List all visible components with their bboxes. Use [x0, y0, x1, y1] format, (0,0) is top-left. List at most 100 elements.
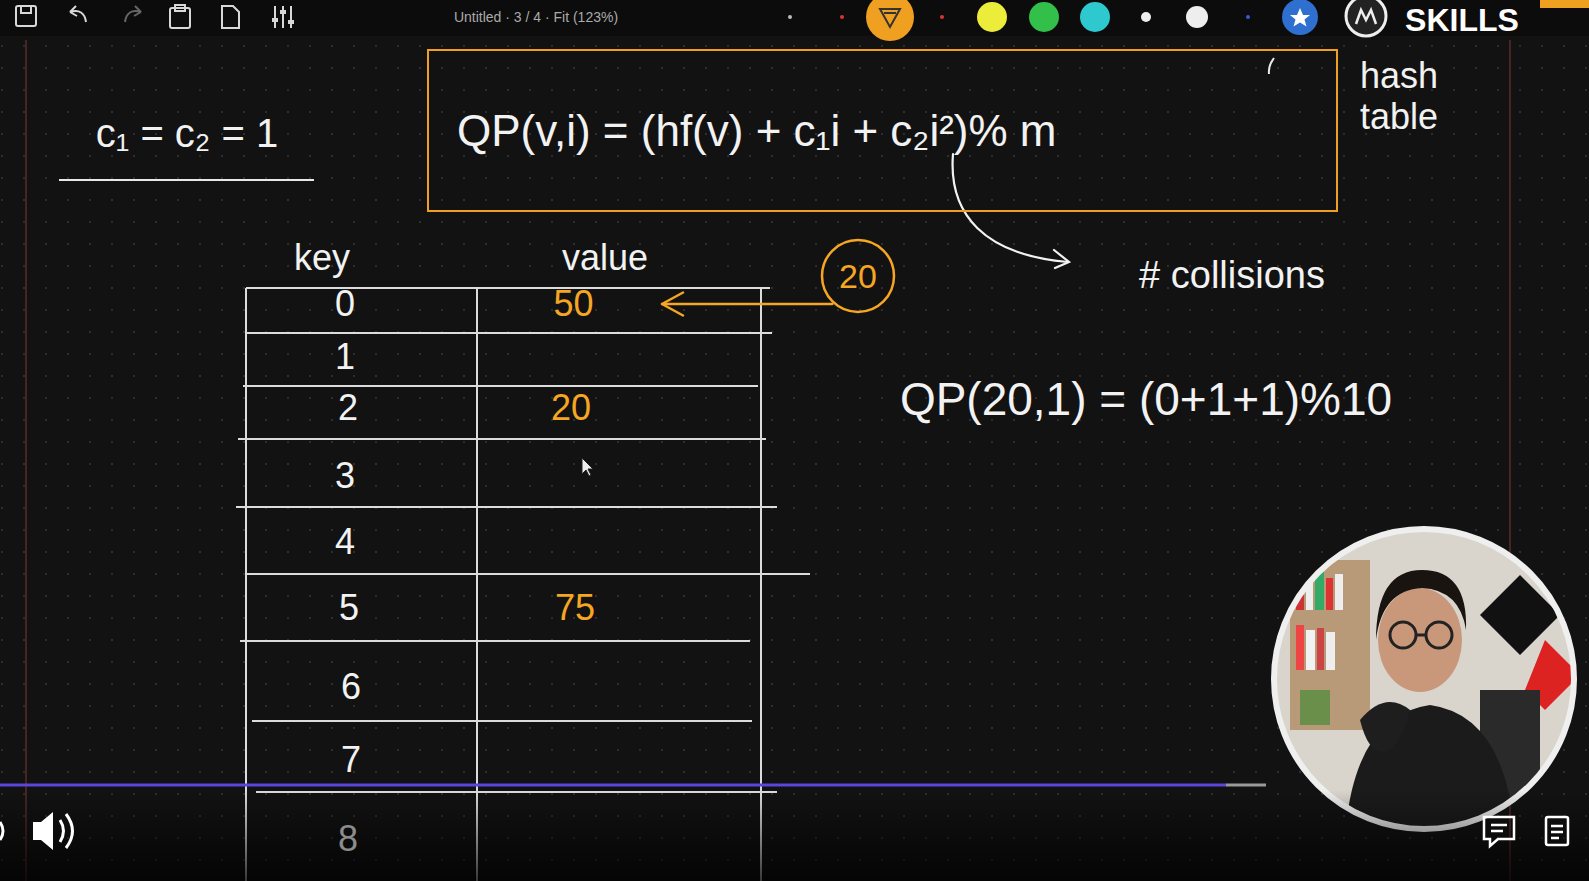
- webcam-feed: [1270, 525, 1580, 835]
- volume-icon: [60, 814, 73, 848]
- toolbar: [1029, 2, 1059, 32]
- table-key: 8: [338, 818, 358, 859]
- table-key: 0: [335, 283, 355, 324]
- player-icons: [1551, 826, 1563, 838]
- toolbar: [840, 15, 844, 19]
- table-grid: [246, 287, 770, 289]
- toolbar: [125, 6, 141, 22]
- underline: [59, 179, 314, 181]
- table-key: 7: [341, 739, 361, 780]
- table-value: 20: [551, 387, 591, 428]
- webcam-feed: [1426, 622, 1452, 648]
- webcam-feed: [1390, 622, 1416, 648]
- table-key: 1: [335, 336, 355, 377]
- table-grid: [243, 385, 758, 387]
- table-grid: [238, 438, 766, 440]
- toolbar: [16, 6, 36, 26]
- table-grid: [252, 720, 752, 722]
- table-grid: [240, 640, 750, 642]
- volume-icon: [0, 812, 73, 850]
- webcam-feed: [1360, 702, 1410, 752]
- volume-icon: [33, 812, 53, 850]
- arrow-head: [662, 292, 683, 315]
- board-note: c₁ = c₂ = 1: [96, 110, 278, 156]
- player-icons: [1491, 825, 1507, 831]
- toolbar: [288, 20, 294, 24]
- progress-bar: [0, 784, 1226, 787]
- table-key: 2: [338, 387, 358, 428]
- board-note: QP(20,1) = (0+1+1)%10: [900, 373, 1392, 426]
- leader-line: [953, 154, 1068, 262]
- toolbar: [1080, 2, 1110, 32]
- pen-stroke: [1269, 58, 1274, 74]
- node-text: QP(v,i) = (hf(v) + c₁i + c₂i²)% m: [457, 106, 1056, 156]
- controls-shade: [0, 790, 1589, 881]
- table-grid: [236, 506, 777, 508]
- node-text: 50: [553, 283, 593, 325]
- webcam-feed: [1378, 588, 1462, 692]
- formula-box: QP(v,i) = (hf(v) + c₁i + c₂i²)% m: [427, 49, 1338, 212]
- progress-rest: [1226, 784, 1266, 787]
- table-key: 3: [335, 455, 355, 496]
- toolbar: [1290, 8, 1310, 27]
- webcam-feed: [1270, 525, 1580, 835]
- board-note: # collisions: [1139, 254, 1325, 298]
- board-note: key: [294, 237, 350, 278]
- toolbar: [1282, 0, 1318, 35]
- webcam-feed: [1296, 625, 1304, 670]
- page-border: [26, 40, 1510, 881]
- toolbar: [788, 15, 792, 19]
- toolbar: [1356, 10, 1376, 24]
- table-key: 6: [341, 666, 361, 707]
- player-icons: [1546, 817, 1568, 845]
- toolbar: [280, 10, 286, 14]
- webcam-feed: [1416, 634, 1426, 637]
- probe-key-circle: 20: [820, 238, 896, 314]
- volume-icon: [0, 822, 3, 840]
- toolbar: [21, 6, 31, 13]
- dot-grid: [0, 40, 1589, 881]
- table-grid: [246, 573, 810, 575]
- toolbar: [940, 15, 944, 19]
- leader-line: [1054, 250, 1069, 268]
- toolbar: [1540, 0, 1589, 8]
- webcam-feed: [1335, 574, 1343, 610]
- table-value: 75: [555, 587, 595, 628]
- toolbar: [880, 9, 900, 27]
- toolbar: [16, 5, 291, 28]
- toolbar: [866, 0, 914, 41]
- toolbar: [1246, 15, 1250, 19]
- table-key: 4: [335, 521, 355, 562]
- player-icons: [1484, 817, 1568, 846]
- webcam-feed: [1270, 525, 1580, 835]
- webcam-feed: [1317, 628, 1324, 670]
- toolbar: [275, 6, 291, 28]
- circle-outline: [822, 240, 894, 312]
- table-grid: [246, 332, 772, 334]
- toolbar: [1346, 0, 1386, 36]
- node-text: 20: [839, 257, 877, 296]
- table-key: 5: [339, 587, 359, 628]
- page-border: [25, 40, 27, 881]
- webcam-feed: [1274, 529, 1574, 829]
- toolbar: [70, 6, 86, 22]
- toolbar: [1186, 6, 1208, 28]
- brand-logo: SKILLS: [1405, 2, 1519, 39]
- toolbar: [175, 5, 185, 11]
- board-note: value: [562, 237, 648, 278]
- webcam-feed: [1376, 570, 1466, 640]
- player-icons: [1484, 817, 1514, 846]
- mouse-cursor: [582, 458, 593, 476]
- toolbar: [0, 0, 1589, 41]
- webcam-feed: [1300, 690, 1330, 725]
- toolbar-title: Untitled · 3 / 4 · Fit (123%): [454, 9, 618, 25]
- toolbar: [977, 2, 1007, 32]
- toolbar: [1141, 12, 1151, 22]
- webcam-feed: [1326, 578, 1333, 610]
- webcam-feed: [1326, 632, 1335, 670]
- arrow-line: [662, 303, 832, 306]
- toolbar: [272, 10, 294, 24]
- toolbar: [272, 18, 278, 22]
